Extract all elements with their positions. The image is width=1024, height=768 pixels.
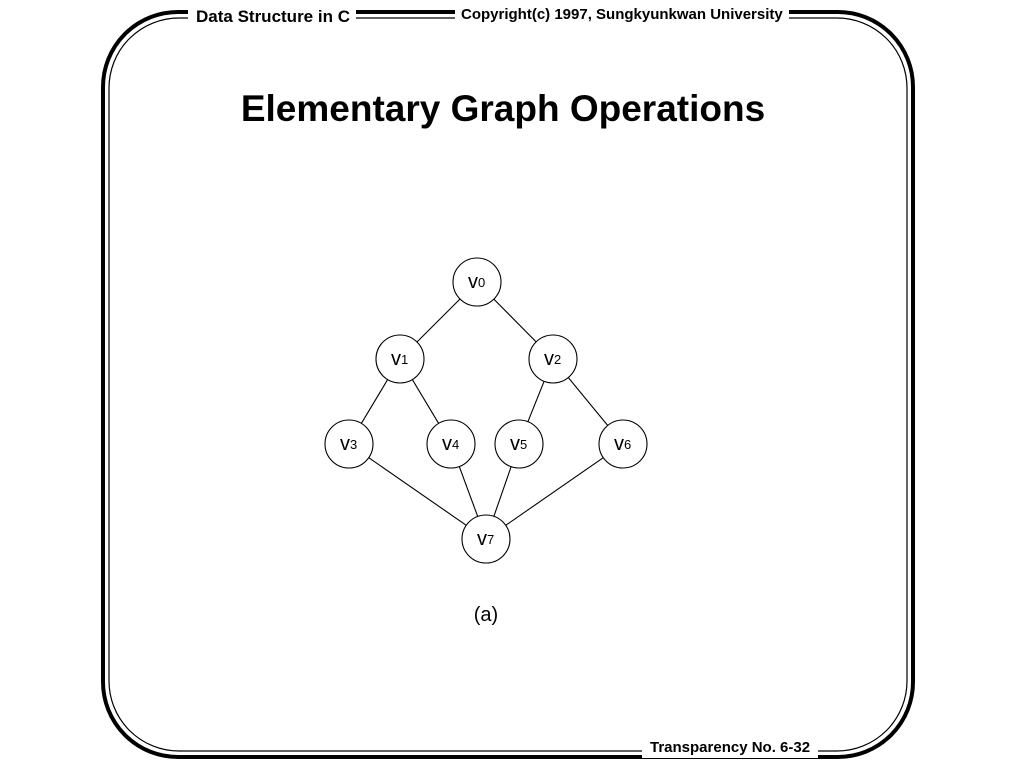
vertex-circle bbox=[426, 419, 476, 469]
vertex-circle bbox=[461, 514, 511, 564]
vertex-letter: v bbox=[510, 433, 520, 455]
edge-v4-v7 bbox=[458, 466, 479, 517]
vertex-label: v6 bbox=[614, 433, 631, 455]
vertex-index: 7 bbox=[487, 532, 494, 547]
vertex-v6: v6 bbox=[598, 419, 648, 469]
edge-v0-v2 bbox=[493, 298, 537, 343]
vertex-circle bbox=[375, 334, 425, 384]
slide-title: Elementary Graph Operations bbox=[240, 88, 766, 129]
vertex-index: 3 bbox=[350, 437, 357, 452]
edges-layer bbox=[360, 298, 609, 526]
vertex-label: v2 bbox=[544, 348, 561, 370]
vertex-index: 0 bbox=[478, 275, 485, 290]
vertex-letter: v bbox=[477, 528, 487, 550]
vertex-circle bbox=[598, 419, 648, 469]
vertex-index: 2 bbox=[554, 352, 561, 367]
vertex-letter: v bbox=[391, 348, 401, 370]
edge-v6-v7 bbox=[505, 457, 604, 526]
vertex-label: v0 bbox=[468, 271, 485, 293]
edge-v2-v6 bbox=[567, 377, 609, 426]
vertex-v2: v2 bbox=[528, 334, 578, 384]
vertex-circle bbox=[528, 334, 578, 384]
edge-v1-v3 bbox=[360, 379, 389, 424]
vertex-v1: v1 bbox=[375, 334, 425, 384]
vertex-letter: v bbox=[468, 271, 478, 293]
copyright-notice: Copyright(c) 1997, Sungkyunkwan Universi… bbox=[455, 5, 789, 25]
vertex-v5: v5 bbox=[494, 419, 544, 469]
vertex-v0: v0 bbox=[452, 257, 502, 307]
edge-v2-v5 bbox=[527, 381, 545, 422]
vertex-label: v5 bbox=[510, 433, 527, 455]
vertex-letter: v bbox=[442, 433, 452, 455]
vertex-circle bbox=[494, 419, 544, 469]
vertex-index: 5 bbox=[520, 437, 527, 452]
vertex-label: v4 bbox=[442, 433, 459, 455]
vertex-label: v1 bbox=[391, 348, 408, 370]
vertex-letter: v bbox=[544, 348, 554, 370]
vertex-circle bbox=[324, 419, 374, 469]
course-title: Data Structure in C bbox=[188, 7, 356, 27]
figure-caption: (a) bbox=[473, 604, 499, 626]
edge-v3-v7 bbox=[368, 457, 467, 526]
slide-number: Transparency No. 6-32 bbox=[642, 738, 819, 758]
edge-v0-v1 bbox=[416, 298, 461, 343]
edge-v5-v7 bbox=[493, 466, 512, 517]
vertex-index: 4 bbox=[452, 437, 459, 452]
vertex-letter: v bbox=[340, 433, 350, 455]
vertex-label: v3 bbox=[340, 433, 357, 455]
vertex-v3: v3 bbox=[324, 419, 374, 469]
vertex-letter: v bbox=[614, 433, 624, 455]
vertex-v7: v7 bbox=[461, 514, 511, 564]
edge-v1-v4 bbox=[411, 379, 440, 424]
vertex-v4: v4 bbox=[426, 419, 476, 469]
vertex-label: v7 bbox=[477, 528, 494, 550]
vertex-index: 1 bbox=[401, 352, 408, 367]
vertex-circle bbox=[452, 257, 502, 307]
vertex-index: 6 bbox=[624, 437, 631, 452]
